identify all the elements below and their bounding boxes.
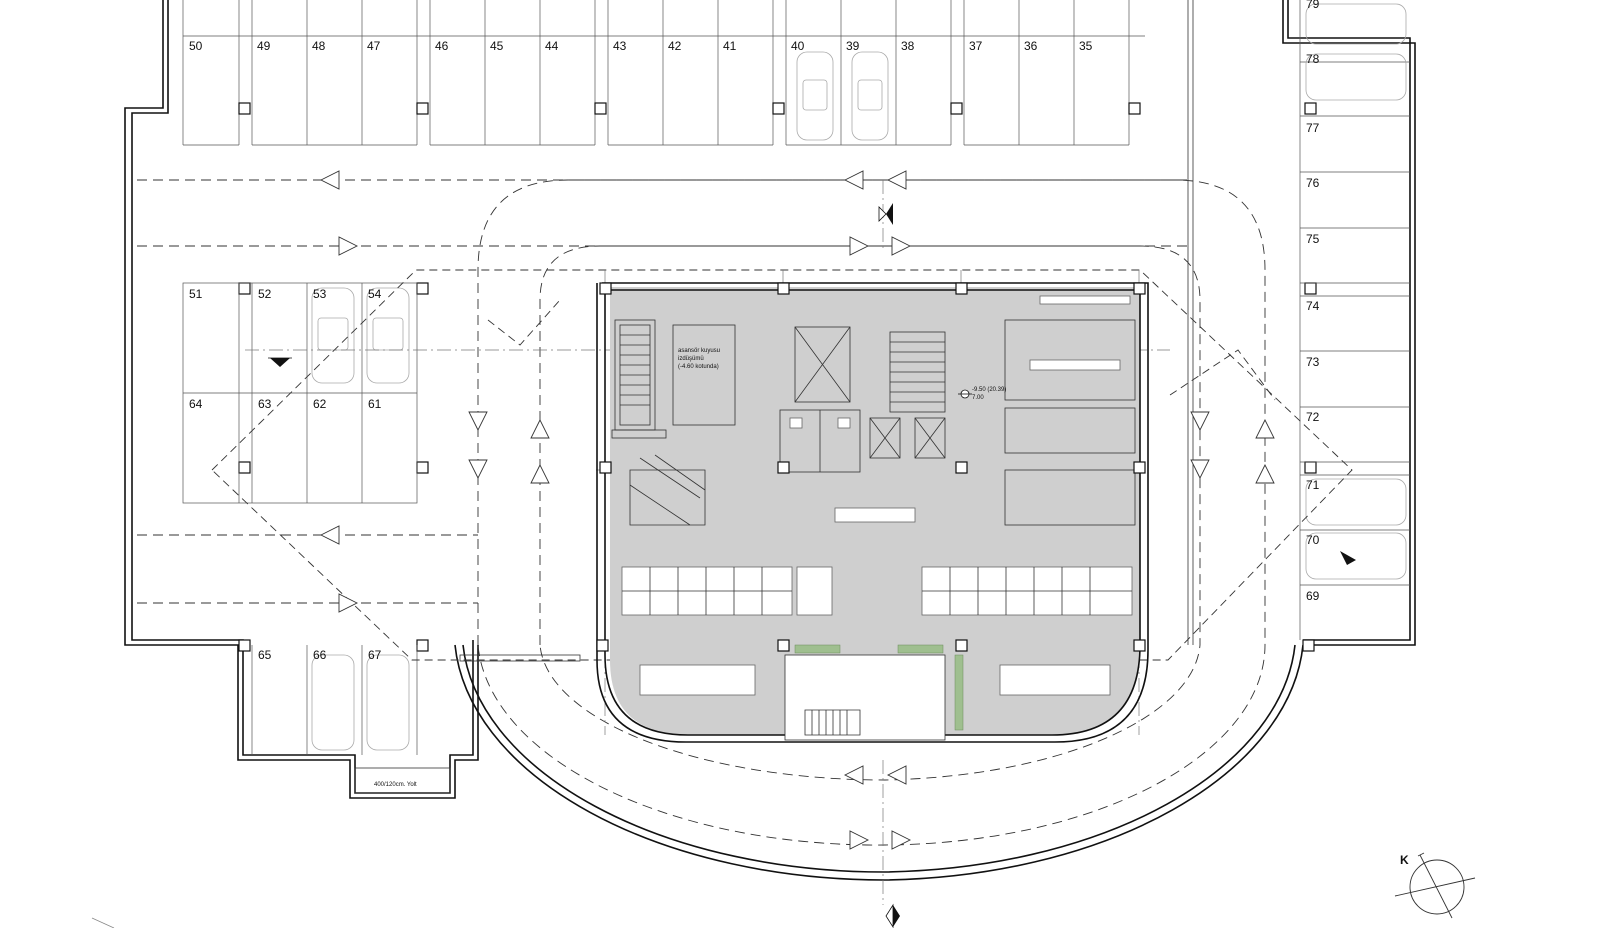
stall-label: 54 bbox=[368, 287, 382, 301]
stall-label: 67 bbox=[368, 648, 382, 662]
stall-label: 51 bbox=[189, 287, 203, 301]
stall-label: 44 bbox=[545, 39, 559, 53]
section-line bbox=[91, 917, 115, 928]
stall-label: 42 bbox=[668, 39, 682, 53]
stall-label: 65 bbox=[258, 648, 272, 662]
stall-label: 63 bbox=[258, 397, 272, 411]
stall-label: 79 bbox=[1306, 0, 1320, 11]
stall-label: 70 bbox=[1306, 533, 1320, 547]
traffic-lanes bbox=[137, 179, 1266, 846]
meeting-table-left bbox=[639, 664, 756, 696]
stall-label: 64 bbox=[189, 397, 203, 411]
parking-bottom-left: 65 66 67 400/120cm. Yolt bbox=[251, 645, 418, 788]
level-text: 7.00 bbox=[972, 395, 984, 401]
traffic-arrow-icon bbox=[319, 170, 1275, 850]
parking-island bbox=[182, 282, 418, 504]
stall-label: 52 bbox=[258, 287, 272, 301]
stall-label: 75 bbox=[1306, 232, 1320, 246]
level-marker: -9.50 (20.39) 7.00 bbox=[958, 387, 1006, 401]
parking-right-column bbox=[1299, 0, 1410, 640]
stall-label: 47 bbox=[367, 39, 381, 53]
restroom-block bbox=[779, 409, 861, 473]
elevator-pit-box bbox=[672, 324, 736, 426]
stall-label: 76 bbox=[1306, 176, 1320, 190]
stall-label: 35 bbox=[1079, 39, 1093, 53]
office-rooms-right bbox=[1004, 295, 1136, 526]
stall-label: 48 bbox=[312, 39, 326, 53]
stall-label: 38 bbox=[901, 39, 915, 53]
stall-label: 69 bbox=[1306, 589, 1320, 603]
stall-label: 53 bbox=[313, 287, 327, 301]
stall-label: 49 bbox=[257, 39, 271, 53]
level-text: -9.50 (20.39) bbox=[972, 387, 1006, 393]
stall-label: 45 bbox=[490, 39, 504, 53]
car-icon bbox=[796, 51, 889, 141]
stall-labels-top: 50 49 48 47 46 45 44 43 42 41 40 39 38 3… bbox=[189, 39, 1093, 53]
reception-desk bbox=[834, 507, 916, 523]
elevator-pit-text: asansör kuyusu bbox=[678, 348, 720, 354]
stall-label: 61 bbox=[368, 397, 382, 411]
north-arrow-icon: K bbox=[1394, 852, 1476, 919]
stair-icon bbox=[611, 319, 667, 439]
structural-columns bbox=[238, 102, 1317, 652]
stall-label: 39 bbox=[846, 39, 860, 53]
stall-label: 43 bbox=[613, 39, 627, 53]
planters bbox=[794, 644, 964, 731]
stall-label: 72 bbox=[1306, 410, 1320, 424]
stall-label: 46 bbox=[435, 39, 449, 53]
stall-label: 78 bbox=[1306, 52, 1320, 66]
building-columns bbox=[596, 282, 1146, 652]
stall-label: 62 bbox=[313, 397, 327, 411]
stall-labels-island: 51 52 53 54 64 63 62 61 bbox=[189, 287, 382, 411]
elevator-pit-text: (-4.60 kotunda) bbox=[678, 364, 719, 370]
diamond-zone bbox=[211, 269, 1353, 661]
stall-label: 66 bbox=[313, 648, 327, 662]
elevator-pit-text: izdüşümü bbox=[678, 356, 704, 362]
stall-label: 41 bbox=[723, 39, 737, 53]
north-label: K bbox=[1400, 853, 1409, 867]
stair-icon bbox=[889, 331, 946, 413]
meeting-table-right bbox=[999, 664, 1111, 696]
box-label: 400/120cm. Yolt bbox=[374, 782, 417, 788]
stall-label: 36 bbox=[1024, 39, 1038, 53]
stall-label: 50 bbox=[189, 39, 203, 53]
stall-label: 71 bbox=[1306, 478, 1320, 492]
workstations-right bbox=[921, 566, 1133, 616]
stall-label: 77 bbox=[1306, 121, 1320, 135]
stall-label: 37 bbox=[969, 39, 983, 53]
outer-walls bbox=[124, 0, 1416, 881]
entrance-stairs bbox=[784, 654, 946, 741]
stall-labels-right: 79 78 77 76 75 74 73 72 71 70 69 bbox=[1306, 0, 1320, 603]
hatch-area bbox=[629, 454, 706, 526]
stall-label: 40 bbox=[791, 39, 805, 53]
section-marker-icon bbox=[268, 203, 1356, 928]
workstations-left bbox=[621, 566, 833, 616]
stall-label: 74 bbox=[1306, 299, 1320, 313]
parking-top-row bbox=[182, 0, 1145, 146]
office-block: asansör kuyusu izdüşümü (-4.60 kotunda) bbox=[596, 282, 1149, 743]
stall-label: 73 bbox=[1306, 355, 1320, 369]
elevator-icon bbox=[794, 326, 946, 459]
